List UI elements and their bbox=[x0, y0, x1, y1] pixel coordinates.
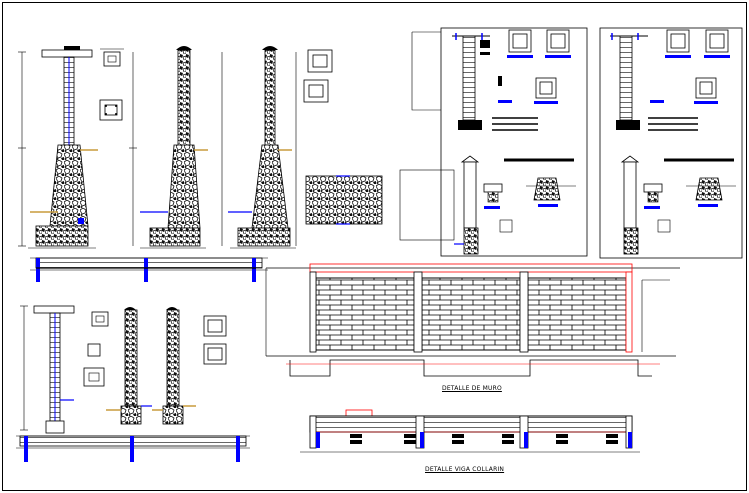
collar-beam-elevation bbox=[300, 409, 640, 453]
wall-section-detail-2 bbox=[599, 27, 743, 259]
wall-detail-caption: DETALLE DE MURO bbox=[442, 385, 502, 392]
column-detail-boxes-1 bbox=[99, 48, 124, 121]
column-elevation-1 bbox=[18, 46, 98, 249]
wall-section-detail-1 bbox=[399, 27, 588, 257]
column-detail-boxes-2 bbox=[303, 49, 333, 103]
column-elevation-3 bbox=[221, 46, 297, 249]
column-elevation-6 bbox=[152, 307, 227, 425]
beam-detail-caption: DETALLE VIGA COLLARIN bbox=[425, 466, 505, 473]
foundation-beam-elevation bbox=[30, 257, 268, 282]
wall-elevation bbox=[265, 263, 680, 377]
column-elevation-5 bbox=[106, 307, 152, 425]
foundation-beam-elevation-2 bbox=[16, 435, 250, 462]
column-elevation-4 bbox=[20, 305, 109, 434]
stone-fill-sample bbox=[305, 175, 383, 225]
column-elevation-2 bbox=[129, 46, 208, 249]
